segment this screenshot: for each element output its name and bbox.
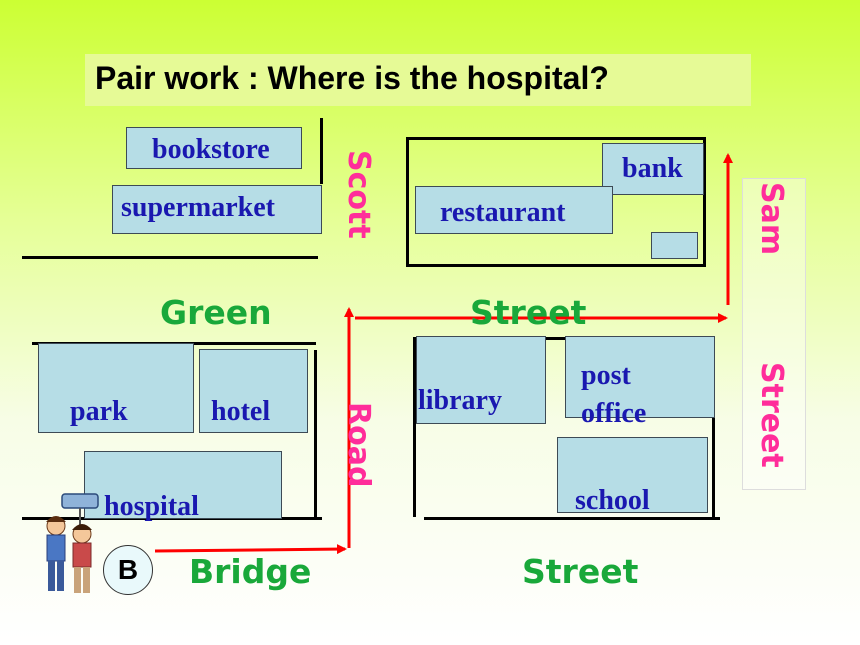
- block-line: [406, 137, 409, 267]
- small-building: [651, 232, 698, 259]
- post-office-label-line1: post: [581, 360, 631, 391]
- library-label: library: [418, 385, 502, 416]
- bridge-street-label: Bridge: [189, 552, 312, 591]
- school-building: [557, 437, 708, 513]
- scott-road-suffix-label: Road: [341, 402, 376, 488]
- bridge-street-suffix-label: Street: [522, 552, 639, 591]
- start-marker: B: [103, 545, 153, 595]
- park-label: park: [70, 396, 128, 427]
- block-line: [424, 517, 720, 520]
- block-line: [413, 337, 416, 517]
- block-line: [712, 337, 715, 517]
- hospital-label: hospital: [104, 491, 199, 522]
- restaurant-building: [415, 186, 613, 234]
- supermarket-building: [112, 185, 322, 234]
- sam-street-label: Sam: [754, 182, 789, 256]
- bank-label: bank: [622, 153, 683, 184]
- bookstore-building: [126, 127, 302, 169]
- school-label: school: [575, 485, 650, 516]
- block-line: [320, 118, 323, 184]
- supermarket-label: supermarket: [121, 192, 275, 223]
- green-street-label: Green: [160, 293, 272, 332]
- sam-street-suffix-label: Street: [754, 362, 789, 468]
- route-segment: [154, 544, 347, 555]
- two-children-sign-icon: [46, 493, 99, 593]
- title-banner: [85, 54, 751, 106]
- bank-building: [602, 143, 704, 195]
- park-area: [38, 343, 194, 433]
- block-line: [22, 256, 318, 259]
- green-street-suffix-label: Street: [470, 293, 587, 332]
- block-line: [314, 350, 317, 520]
- library-building: [416, 336, 546, 424]
- post-office-label-line2: office: [581, 398, 647, 429]
- block-line: [406, 264, 704, 267]
- block-line: [406, 137, 706, 140]
- bookstore-label: bookstore: [152, 134, 270, 165]
- hotel-label: hotel: [211, 396, 271, 427]
- hospital-building: [84, 451, 282, 519]
- hotel-building: [199, 349, 308, 433]
- scott-road-label: Scott: [341, 150, 376, 239]
- restaurant-label: restaurant: [440, 197, 566, 228]
- block-line: [413, 337, 715, 340]
- page-title: Pair work : Where is the hospital?: [95, 60, 609, 96]
- post-office-building: [565, 336, 715, 418]
- sam-street-panel: [742, 178, 806, 490]
- block-line: [703, 137, 706, 267]
